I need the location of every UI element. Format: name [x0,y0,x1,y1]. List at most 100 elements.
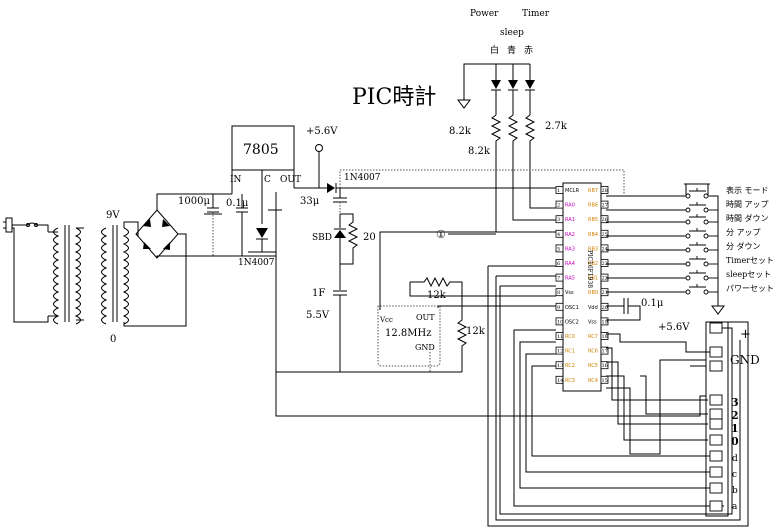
push-switch [685,284,718,295]
vcc-top-label: +5.6V [306,126,338,137]
mcu-pin-name: RB4 [588,232,598,238]
regulator-7805 [231,125,320,224]
connector-a-label: a [732,502,738,512]
mcu-pin-number: 14 [557,378,563,384]
regulator-in-label: IN [230,175,242,185]
mcu-pin-number: 20 [602,305,608,311]
mcu-pin-right: 25 RB4 [588,229,609,238]
led-red-label: 赤 [524,45,533,56]
osc-vcc-label: Vcc [379,316,393,324]
test-point-1: ① [436,228,446,241]
resistor-12k-a [410,276,463,296]
mcu-pin-right: 20 Vdd [588,302,609,311]
sleep-label: sleep [500,28,524,38]
osc-out-label: OUT [416,313,435,322]
mcu-pin-name: RB2 [588,261,598,267]
mcu-pin-number: 5 [557,246,560,252]
mcu-pin-number: 25 [602,232,608,238]
cap-33u [333,188,347,214]
connector-pin [709,322,723,334]
mcu-pin-name: OSC2 [565,319,579,325]
connector-1-label: 1 [731,422,739,435]
resistor-20 [340,213,359,265]
push-switch [685,270,718,281]
resistor-12k-a-label: 12k [427,290,447,301]
mcu-pin-number: 27 [602,203,608,209]
transformer-9v-label: 9V [106,210,120,221]
regulator-label: 7805 [243,142,279,158]
mcu-pin-number: 10 [557,319,563,325]
mcu-pin-name: MCLR [565,188,580,194]
connector-pin [709,466,723,478]
resistor-8k2-a [490,114,556,233]
resistor-label-8k2-a: 8.2k [449,126,472,137]
osc-gnd-label: GND [415,343,435,352]
regulator-c-label: C [264,175,271,185]
resistor-12k-b-label: 12k [466,326,486,337]
connector-0-label: 0 [731,435,739,448]
mcu-pin-name: Vdd [588,305,598,311]
connector-pin [709,450,723,462]
led-red [525,64,535,115]
push-switch [685,228,718,239]
mcu-pin-name: RB7 [588,188,598,194]
mcu-pin-number: 16 [602,363,608,369]
osc-freq-label: 12.8MHz [385,328,432,339]
ground-symbol-led [457,99,471,109]
cap-1000u-label: 1000μ [178,196,210,207]
connector-pin [709,394,723,406]
connector-3-label: 3 [731,396,739,409]
display-connector [705,321,729,517]
mcu-pin-name: RB5 [588,217,598,223]
switch-label-display-mode: 表示 モード [726,185,769,195]
mcu-pin-number: 12 [557,349,563,355]
mcu-pin-name: RB0 [588,290,598,296]
connector-pin [709,346,723,358]
mcu-pin-name: RA3 [565,246,575,252]
connector-c-label: c [732,470,737,480]
diode-1n4007-bottom [248,228,276,253]
vcc-mid-label: +5.6V [658,322,690,333]
switch-label-min-down: 分 ダウン [726,241,761,251]
connector-pin [709,500,723,512]
mcu-pin-number: 7 [557,276,560,282]
mcu-pin-name: RA5 [565,276,575,282]
mcu-pin-name: RB1 [588,276,598,282]
sbd-label: SBD [312,233,332,243]
mcu-pin-name: RA0 [565,203,575,209]
supercap-label: 1F [312,288,325,299]
connector-pin [709,482,723,494]
mcu-pin-name: RA2 [565,232,575,238]
mcu-pin-name: RC0 [565,334,575,340]
cap-01u-label: 0.1μ [226,198,249,209]
cap-01u-b-label: 0.1μ [641,298,664,309]
connector-b-label: b [732,486,738,496]
page-title: PIC時計 [352,85,436,110]
push-switch [685,202,718,213]
connector-gnd-label: GND [730,353,760,367]
mcu-pin-number: 8 [557,290,560,296]
mcu-pin-name: Vss [588,319,597,325]
mcu-pin-name: RC6 [588,349,598,355]
supercap-1f [333,264,347,372]
resistor-2k7 [524,114,556,209]
connector-pin [709,418,723,430]
led-white-label: 白 [490,44,499,56]
switch-label-hour-down: 時間 ダウン [726,213,769,223]
push-switch [685,256,718,267]
ac-plug [3,217,49,323]
